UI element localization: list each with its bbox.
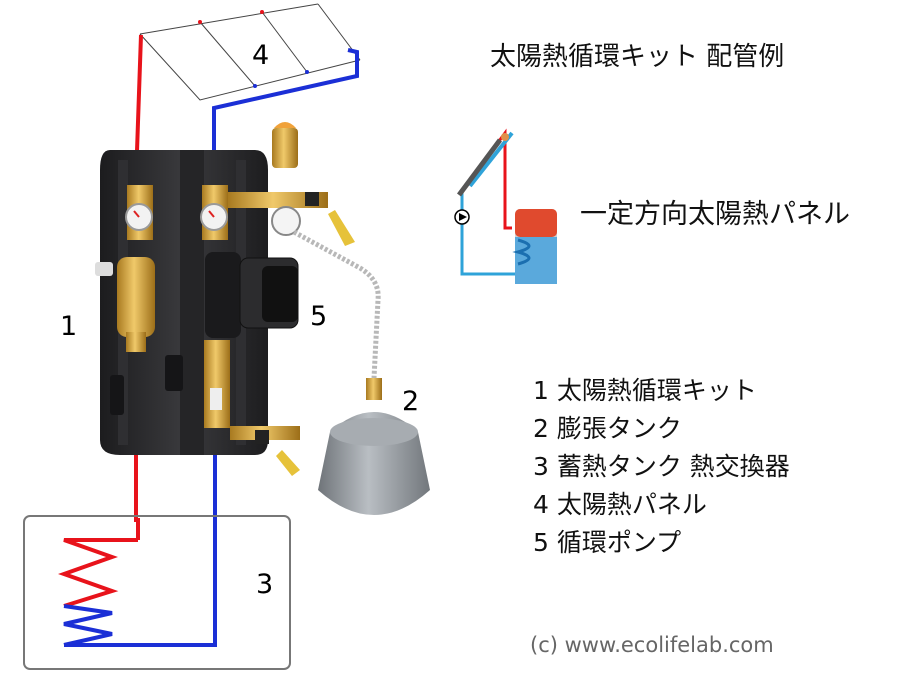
tank-fitting <box>366 378 382 400</box>
heat-exchanger-coil-hot <box>58 538 138 608</box>
legend-label: 循環ポンプ <box>556 528 682 557</box>
legend: 1 太陽熱循環キット 2 膨張タンク 3 蓄熱タンク 熱交換器 4 太陽熱パネル… <box>533 372 790 562</box>
legend-label: 蓄熱タンク 熱交換器 <box>556 452 790 481</box>
panel-label: 一定方向太陽熱パネル <box>580 199 850 230</box>
mini-system-diagram <box>454 128 557 284</box>
storage-tank-outline <box>23 515 291 670</box>
hot-pipe <box>134 34 143 540</box>
callout-1: 1 <box>60 311 77 342</box>
legend-number: 1 <box>533 376 549 405</box>
legend-label: 太陽熱パネル <box>556 490 707 519</box>
legend-item: 2 膨張タンク <box>533 410 790 448</box>
legend-number: 2 <box>533 414 549 443</box>
callout-2: 2 <box>402 386 419 417</box>
expansion-hose <box>292 229 381 379</box>
legend-item: 1 太陽熱循環キット <box>533 372 790 410</box>
callout-3: 3 <box>256 569 273 600</box>
legend-number: 3 <box>533 452 549 481</box>
legend-item: 3 蓄熱タンク 熱交換器 <box>533 448 790 486</box>
legend-label: 太陽熱循環キット <box>556 376 757 405</box>
callout-4: 4 <box>252 40 269 71</box>
legend-item: 4 太陽熱パネル <box>533 486 790 524</box>
legend-number: 5 <box>533 528 549 557</box>
cold-return-pipe <box>64 445 217 647</box>
legend-number: 4 <box>533 490 549 519</box>
legend-item: 5 循環ポンプ <box>533 524 790 562</box>
solar-collector <box>139 3 361 101</box>
legend-label: 膨張タンク <box>556 414 682 443</box>
callout-5: 5 <box>310 301 327 332</box>
page-title: 太陽熱循環キット 配管例 <box>490 42 785 72</box>
heat-exchanger-coil-cold <box>63 604 113 647</box>
expansion-tank <box>318 412 430 515</box>
cold-pipe <box>212 48 359 180</box>
pump-station <box>95 122 355 476</box>
copyright-credit: (c) www.ecolifelab.com <box>530 633 774 657</box>
